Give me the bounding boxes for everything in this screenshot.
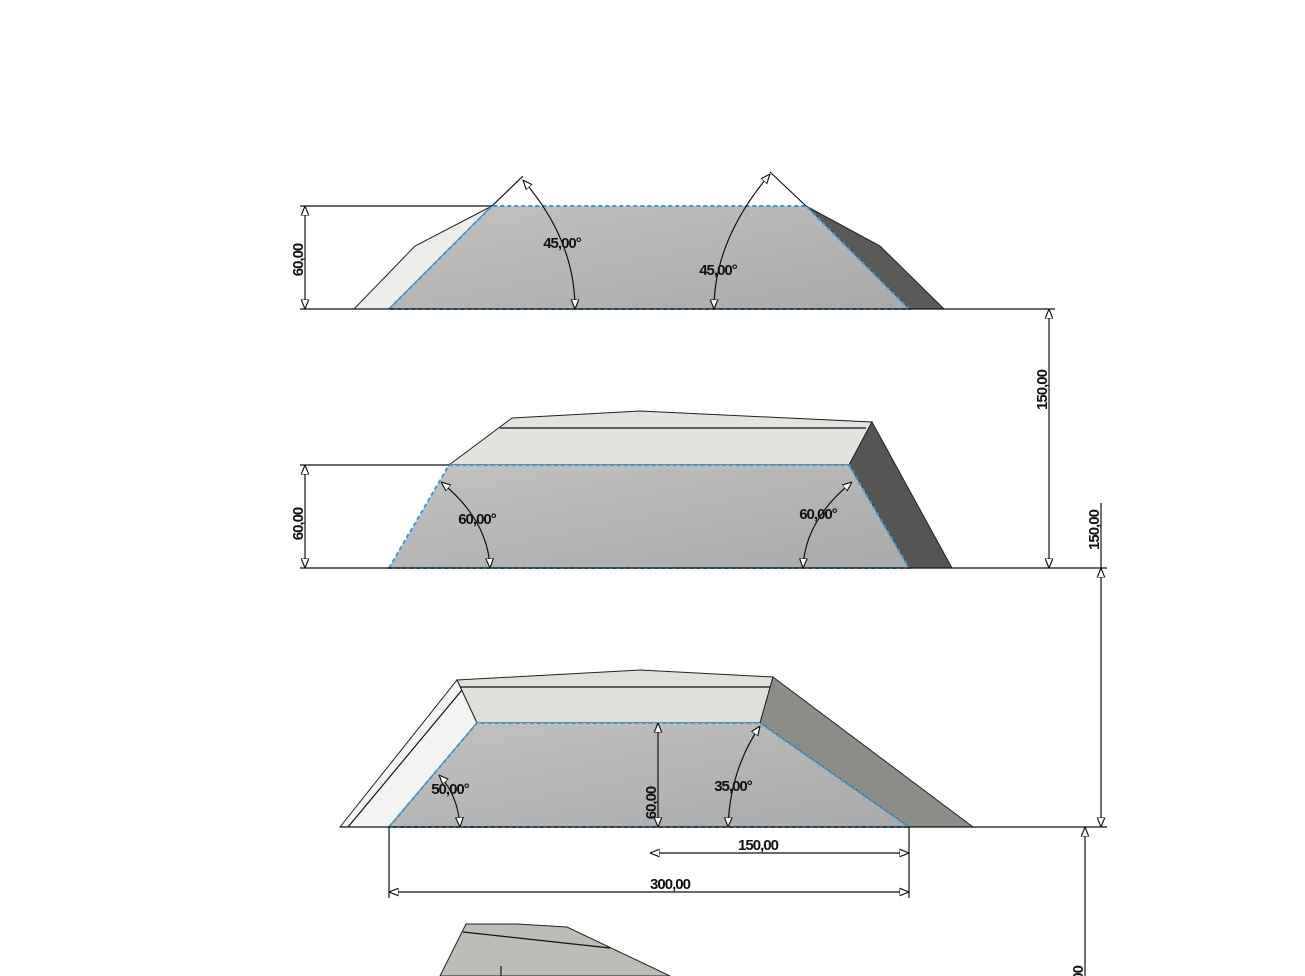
angle-label-left: 45,00° xyxy=(543,235,582,252)
spacing-label-3: 150,00 xyxy=(1070,965,1087,976)
front-face xyxy=(389,206,909,309)
angle-arc-left xyxy=(439,775,460,827)
profile-3[interactable]: 60,00 50,00° 35,00° 150,00 300,00 xyxy=(338,669,1107,898)
angle-label-right: 45,00° xyxy=(699,262,738,279)
top-face xyxy=(456,669,774,724)
angle-arc-right xyxy=(714,174,770,309)
angle-label-right: 35,00° xyxy=(714,778,753,795)
front-face xyxy=(389,465,909,568)
height-label: 60,00 xyxy=(643,786,660,819)
top-face xyxy=(447,410,873,466)
front-face xyxy=(389,723,909,827)
profile-1[interactable]: 60,00 45,00° 45,00° xyxy=(290,171,1055,310)
spacing-label-1: 150,00 xyxy=(1034,369,1051,410)
angle-label-right: 60,00° xyxy=(799,506,838,523)
spacing-label-2: 150,00 xyxy=(1086,509,1103,550)
angle-arc-right xyxy=(803,482,852,568)
profile-4[interactable] xyxy=(439,923,671,976)
angle-arc-left xyxy=(523,180,575,309)
height-label: 60,00 xyxy=(290,507,307,540)
half-width-label: 150,00 xyxy=(738,837,779,854)
selection-outline xyxy=(387,464,911,569)
angle-label-left: 60,00° xyxy=(458,511,497,528)
width-label: 300,00 xyxy=(650,876,691,893)
profile-2[interactable]: 60,00 60,00° 60,00° xyxy=(290,410,1107,569)
height-label: 60,00 xyxy=(290,243,307,276)
angle-label-left: 50,00° xyxy=(431,781,470,798)
angle-arc-left xyxy=(441,482,490,568)
angle-arc-right xyxy=(728,726,760,827)
top-face xyxy=(439,923,671,976)
